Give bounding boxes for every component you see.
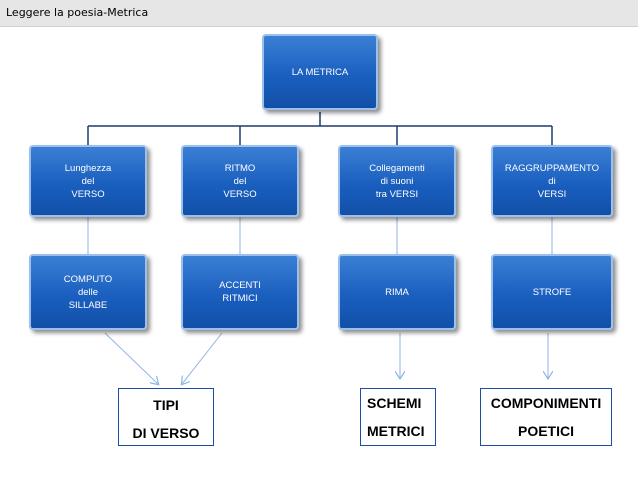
branch-node-length: Lunghezza del VERSO bbox=[29, 145, 147, 217]
leaf-node-syllables: COMPUTO delle SILLABE bbox=[29, 254, 147, 330]
branch-node-sounds: Collegamenti di suoni tra VERSI bbox=[338, 145, 456, 217]
outcome-metric-schemes: SCHEMI METRICI bbox=[360, 388, 436, 446]
branch-node-grouping: RAGGRUPPAMENTO di VERSI bbox=[491, 145, 613, 217]
title-bar: Leggere la poesia-Metrica bbox=[0, 0, 638, 27]
outcome-line: COMPONIMENTI bbox=[490, 395, 602, 411]
branch-node-rhythm: RITMO del VERSO bbox=[181, 145, 299, 217]
leaf-label: RIMA bbox=[385, 286, 409, 298]
root-node: LA METRICA bbox=[262, 34, 378, 110]
leaf-node-stanzas: STROFE bbox=[491, 254, 613, 330]
root-label: LA METRICA bbox=[291, 66, 349, 78]
outcome-verse-types: TIPI DI VERSO bbox=[118, 388, 214, 446]
outcome-line: DI VERSO bbox=[132, 425, 200, 441]
branch-label: RITMO del VERSO bbox=[223, 162, 257, 200]
window-title: Leggere la poesia-Metrica bbox=[6, 6, 149, 19]
branch-label: Collegamenti di suoni tra VERSI bbox=[369, 162, 425, 200]
leaf-node-accents: ACCENTI RITMICI bbox=[181, 254, 299, 330]
arrow-1 bbox=[104, 332, 158, 384]
outcome-line: METRICI bbox=[367, 423, 425, 439]
leaf-label: ACCENTI RITMICI bbox=[219, 280, 261, 304]
leaf-label: STROFE bbox=[532, 286, 572, 298]
leaf-label: COMPUTO delle SILLABE bbox=[63, 273, 113, 311]
branch-label: Lunghezza del VERSO bbox=[64, 162, 112, 200]
outcome-line: SCHEMI bbox=[367, 395, 422, 411]
leaf-node-rhyme: RIMA bbox=[338, 254, 456, 330]
arrow-2 bbox=[182, 332, 223, 384]
outcome-line: POETICI bbox=[517, 423, 574, 439]
branch-label: RAGGRUPPAMENTO di VERSI bbox=[504, 162, 600, 200]
outcome-line: TIPI bbox=[153, 397, 179, 413]
outcome-poetic-compositions: COMPONIMENTI POETICI bbox=[480, 388, 612, 446]
